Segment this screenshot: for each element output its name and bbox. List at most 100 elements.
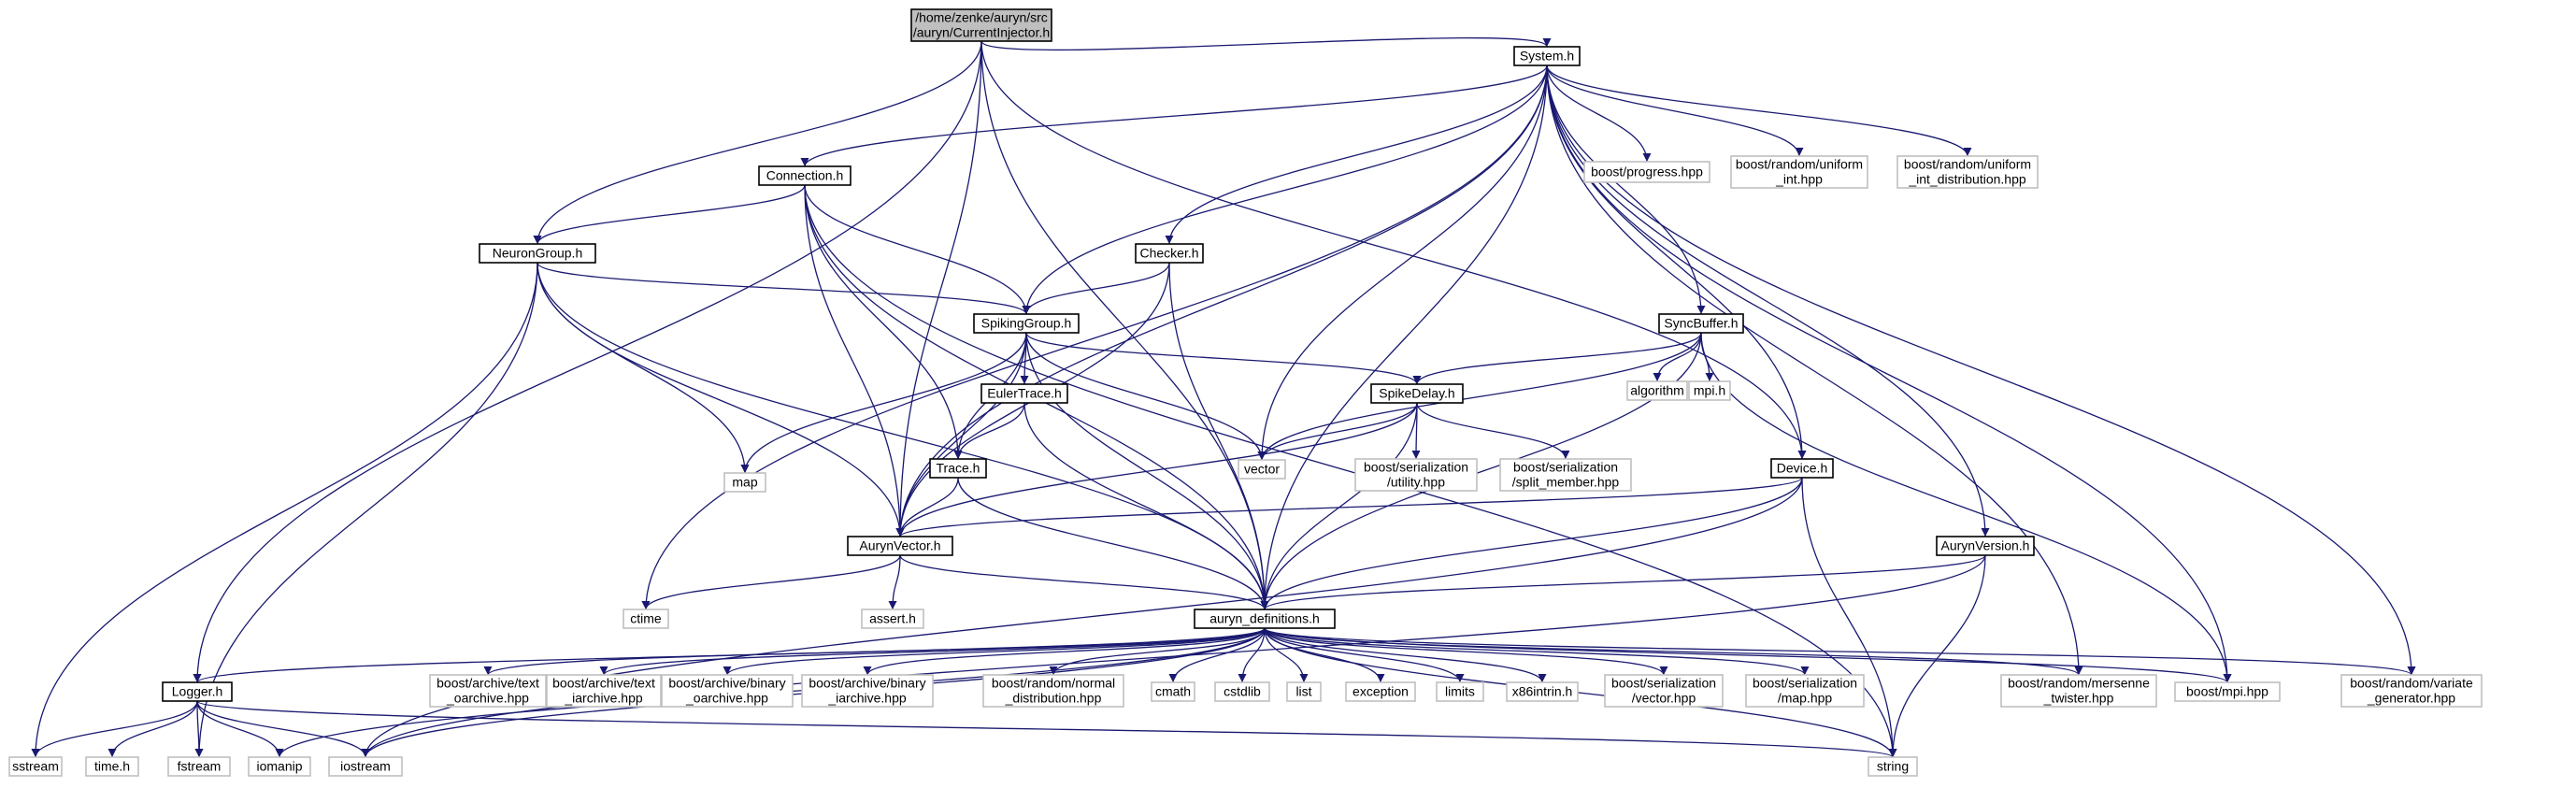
node-boost-mersenne[interactable]: boost/random/mersenne_twister.hpp (2000, 674, 2157, 708)
node-box (1604, 674, 1724, 708)
node-neurongroup[interactable]: NeuronGroup.h (479, 243, 596, 264)
node-boost-ser-vector[interactable]: boost/serialization/vector.hpp (1604, 674, 1724, 708)
node-label: AurynVersion.h (1941, 538, 2030, 553)
node-limits[interactable]: limits (1436, 681, 1484, 702)
node-ctime[interactable]: ctime (623, 609, 669, 629)
node-time-h[interactable]: time.h (85, 756, 139, 777)
node-label: boost/progress.hpp (1591, 165, 1703, 179)
edge-auryn-definitions-to-list (1264, 627, 1309, 683)
node-boost-ser-utility[interactable]: boost/serialization/utility.hpp (1354, 458, 1478, 492)
node-logger[interactable]: Logger.h (162, 681, 233, 702)
node-aurynversion[interactable]: AurynVersion.h (1936, 536, 2035, 556)
edge-auryn-definitions-to-boost-text-iarchive (599, 627, 1266, 676)
node-boost-variate[interactable]: boost/random/variate_generator.hpp (2340, 674, 2483, 708)
node-box (1896, 155, 2039, 189)
node-boost-mpi[interactable]: boost/mpi.hpp (2174, 681, 2281, 702)
edge-auryn-definitions-to-limits (1264, 627, 1465, 683)
edge-system-to-aurynversion (1546, 64, 1990, 537)
node-x86intrin[interactable]: x86intrin.h (1506, 681, 1579, 702)
node-boost-text-oarchive[interactable]: boost/archive/text_oarchive.hpp (429, 674, 547, 708)
node-spikedelay[interactable]: SpikeDelay.h (1370, 383, 1464, 404)
node-aurynvector[interactable]: AurynVector.h (847, 536, 953, 556)
node-label: /vector.hpp (1632, 691, 1696, 706)
node-boost-uniform-int-dist[interactable]: boost/random/uniform_int_distribution.hp… (1896, 155, 2039, 189)
node-label: /map.hpp (1778, 691, 1833, 706)
edge-auryn-definitions-to-boost-binary-iarchive (863, 627, 1266, 676)
node-boost-uniform-int[interactable]: boost/random/uniform_int.hpp (1730, 155, 1868, 189)
node-vector[interactable]: vector (1238, 459, 1286, 480)
node-boost-progress[interactable]: boost/progress.hpp (1583, 161, 1710, 183)
node-box (980, 383, 1068, 404)
node-device[interactable]: Device.h (1770, 458, 1834, 479)
node-box (167, 756, 231, 777)
node-label: /auryn/CurrentInjector.h (913, 25, 1050, 40)
edge-system-to-spikinggroup (1022, 64, 1548, 315)
node-map[interactable]: map (723, 472, 766, 493)
edge-logger-to-iomanip (196, 700, 284, 758)
edge-device-to-aurynvector (895, 477, 1803, 537)
node-boost-ser-split[interactable]: boost/serialization/split_member.hpp (1499, 458, 1632, 492)
node-checker[interactable]: Checker.h (1135, 243, 1204, 264)
edge-eulertrace-to-auryn-definitions (1023, 402, 1269, 610)
node-spikinggroup[interactable]: SpikingGroup.h (973, 313, 1080, 334)
node-label: Logger.h (172, 684, 223, 699)
node-mpi-h[interactable]: mpi.h (1688, 380, 1731, 401)
node-box (973, 313, 1080, 334)
node-boost-text-iarchive[interactable]: boost/archive/text_iarchive.hpp (546, 674, 662, 708)
edge-neurongroup-to-map (537, 262, 750, 474)
node-syncbuffer[interactable]: SyncBuffer.h (1658, 313, 1744, 334)
edge-device-to-iostream (361, 477, 1803, 758)
edge-logger-to-string (196, 700, 1896, 758)
node-label: assert.h (869, 611, 916, 626)
node-assert-h[interactable]: assert.h (861, 609, 924, 629)
node-label: _int.hpp (1775, 172, 1823, 187)
node-label: Trace.h (937, 461, 980, 476)
node-label: boost/archive/binary (668, 676, 785, 691)
node-sstream[interactable]: sstream (8, 756, 63, 777)
node-boost-binary-oarchive[interactable]: boost/archive/binary_oarchive.hpp (661, 674, 794, 708)
node-iomanip[interactable]: iomanip (248, 756, 311, 777)
node-fstream[interactable]: fstream (167, 756, 231, 777)
node-string[interactable]: string (1868, 756, 1918, 777)
node-connection[interactable]: Connection.h (758, 165, 852, 186)
edge-spikinggroup-to-spikedelay (1025, 332, 1422, 385)
node-label: SyncBuffer.h (1664, 316, 1738, 331)
node-label: _distribution.hpp (1005, 691, 1102, 706)
node-list[interactable]: list (1286, 681, 1322, 702)
node-label: _iarchive.hpp (564, 691, 642, 706)
node-box (982, 674, 1124, 708)
edge-system-to-boost-mersenne (1546, 64, 2083, 676)
node-cstdlib[interactable]: cstdlib (1214, 681, 1270, 702)
node-iostream[interactable]: iostream (328, 756, 403, 777)
node-box (910, 8, 1052, 42)
node-label: time.h (94, 759, 130, 774)
node-label: boost/random/mersenne (2008, 676, 2150, 691)
node-eulertrace[interactable]: EulerTrace.h (980, 383, 1068, 404)
edge-currentinjector-to-system (980, 36, 1552, 51)
edge-checker-to-spikinggroup (1022, 262, 1170, 315)
node-boost-binary-iarchive[interactable]: boost/archive/binary_iarchive.hpp (801, 674, 934, 708)
edge-system-to-aurynvector (895, 64, 1548, 537)
node-currentinjector[interactable]: /home/zenke/auryn/src/auryn/CurrentInjec… (910, 8, 1052, 42)
node-cmath[interactable]: cmath (1151, 681, 1195, 702)
node-label: boost/mpi.hpp (2186, 684, 2268, 699)
node-label: map (732, 475, 757, 490)
node-algorithm[interactable]: algorithm (1626, 380, 1688, 401)
node-system[interactable]: System.h (1513, 46, 1581, 66)
node-box (1936, 536, 2035, 556)
node-label: _oarchive.hpp (685, 691, 768, 706)
edge-logger-to-sstream (31, 700, 198, 758)
node-boost-ser-map[interactable]: boost/serialization/map.hpp (1745, 674, 1865, 708)
edge-syncbuffer-to-algorithm (1653, 332, 1702, 382)
edge-system-to-boost-uniform-int (1546, 64, 1804, 157)
node-boost-normal-dist[interactable]: boost/random/normal_distribution.hpp (982, 674, 1124, 708)
node-exception[interactable]: exception (1345, 681, 1416, 702)
edge-currentinjector-to-auryn-definitions (980, 40, 1269, 610)
edge-trace-to-auryn-definitions (957, 477, 1269, 610)
node-trace[interactable]: Trace.h (929, 458, 987, 479)
node-label: mpi.h (1694, 383, 1725, 398)
node-box (661, 674, 794, 708)
node-box (1688, 380, 1731, 401)
node-box (861, 609, 924, 629)
node-auryn-definitions[interactable]: auryn_definitions.h (1194, 609, 1336, 629)
